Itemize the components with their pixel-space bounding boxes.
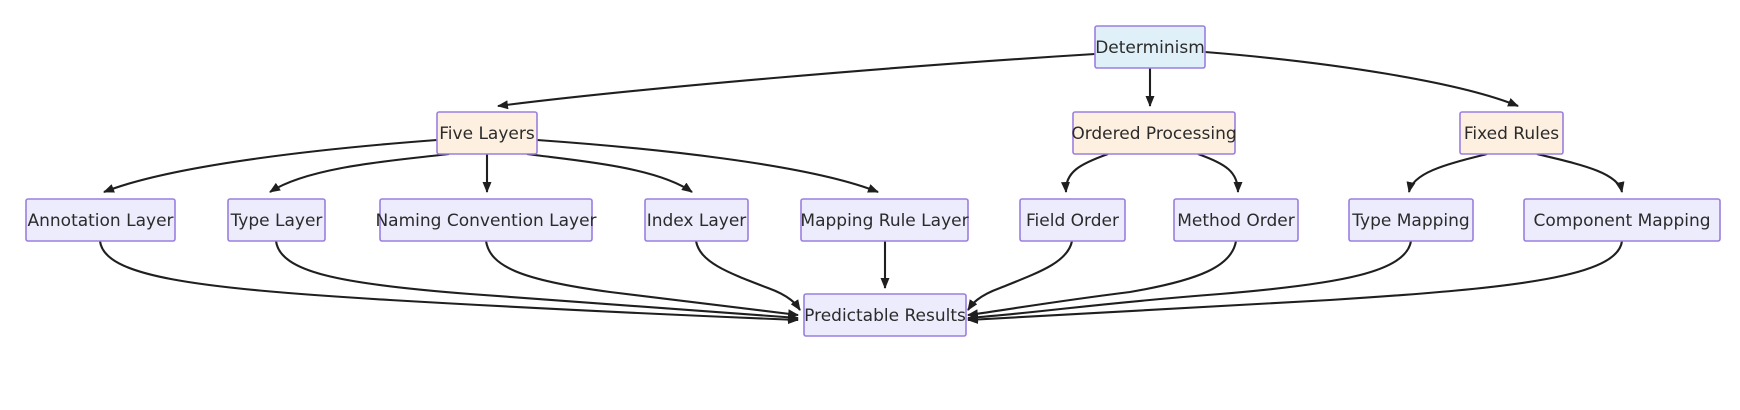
node-mapping_rule_layer[interactable]: Mapping Rule Layer — [800, 198, 969, 242]
node-method_order[interactable]: Method Order — [1173, 198, 1299, 242]
node-component_mapping[interactable]: Component Mapping — [1523, 198, 1721, 242]
node-box-fixed_rules[interactable] — [1459, 111, 1564, 155]
node-ordered_processing[interactable]: Ordered Processing — [1071, 111, 1237, 155]
node-box-naming_layer[interactable] — [379, 198, 593, 242]
node-type_layer[interactable]: Type Layer — [227, 198, 326, 242]
node-annotation_layer[interactable]: Annotation Layer — [25, 198, 176, 242]
edge-ordered_processing-to-method_order — [1197, 153, 1243, 193]
node-box-predictable[interactable] — [803, 293, 967, 337]
edge-five_layers-to-type_layer — [269, 152, 450, 193]
edge-determinism-to-fixed_rules — [1204, 50, 1519, 107]
node-determinism[interactable]: Determinism — [1094, 25, 1206, 69]
edge-fixed_rules-to-component_mapping — [1536, 152, 1625, 193]
edge-layer — [98, 50, 1625, 325]
edge-ordered_processing-to-field_order — [1061, 153, 1109, 193]
node-box-ordered_processing[interactable] — [1072, 111, 1236, 155]
node-box-type_mapping[interactable] — [1348, 198, 1474, 242]
node-box-annotation_layer[interactable] — [25, 198, 176, 242]
node-five_layers[interactable]: Five Layers — [436, 111, 538, 155]
edge-fixed_rules-to-type_mapping — [1406, 152, 1488, 193]
node-box-type_layer[interactable] — [227, 198, 326, 242]
node-box-five_layers[interactable] — [436, 111, 538, 155]
node-box-mapping_rule_layer[interactable] — [800, 198, 969, 242]
node-index_layer[interactable]: Index Layer — [644, 198, 749, 242]
edge-naming_layer-to-predictable — [484, 240, 799, 319]
edge-field_order-to-predictable — [967, 240, 1074, 311]
edge-type_layer-to-predictable — [274, 240, 799, 322]
node-fixed_rules[interactable]: Fixed Rules — [1459, 111, 1564, 155]
edge-determinism-to-five_layers — [497, 52, 1096, 110]
edge-component_mapping-to-predictable — [967, 240, 1624, 324]
edge-type_mapping-to-predictable — [967, 240, 1413, 322]
node-box-field_order[interactable] — [1019, 198, 1126, 242]
node-naming_layer[interactable]: Naming Convention Layer — [375, 198, 597, 242]
node-field_order[interactable]: Field Order — [1019, 198, 1126, 242]
node-box-method_order[interactable] — [1173, 198, 1299, 242]
edge-method_order-to-predictable — [967, 240, 1238, 319]
edge-annotation_layer-to-predictable — [98, 240, 799, 325]
edge-five_layers-to-mapping_rule_layer — [536, 138, 879, 193]
node-box-component_mapping[interactable] — [1523, 198, 1721, 242]
node-type_mapping[interactable]: Type Mapping — [1348, 198, 1474, 242]
node-box-determinism[interactable] — [1094, 25, 1206, 69]
edge-index_layer-to-predictable — [694, 240, 801, 311]
edge-five_layers-to-index_layer — [526, 152, 693, 193]
edge-five_layers-to-annotation_layer — [103, 138, 438, 193]
node-box-index_layer[interactable] — [644, 198, 749, 242]
node-predictable[interactable]: Predictable Results — [803, 293, 967, 337]
